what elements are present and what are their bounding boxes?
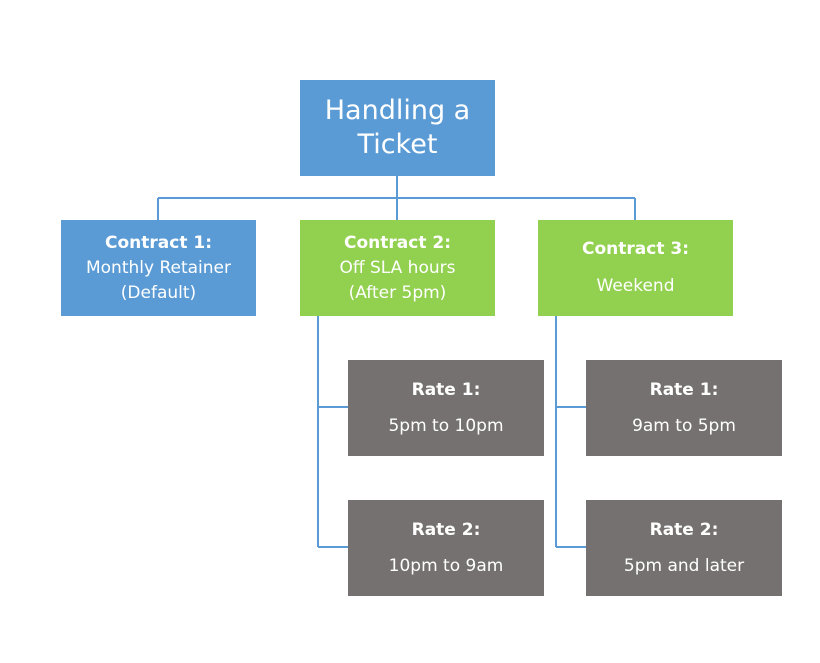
contract-2-rate-2-title: Rate 2:	[411, 520, 481, 540]
contract-2-node: Contract 2: Off SLA hours (After 5pm)	[300, 220, 495, 316]
contract-2-rate-1-value: 5pm to 10pm	[388, 416, 504, 436]
contract-1-node: Contract 1: Monthly Retainer (Default)	[61, 220, 256, 316]
root-title-line-1: Handling a	[324, 95, 471, 126]
contract-2-rate-2-value: 10pm to 9am	[388, 556, 504, 576]
contract-3-rate-2-title: Rate 2:	[649, 520, 719, 540]
contract-3-line-1: Weekend	[596, 276, 675, 296]
contract-3-rate-2-node: Rate 2: 5pm and later	[586, 500, 782, 596]
contract-2-rate-1-node: Rate 1: 5pm to 10pm	[348, 360, 544, 456]
contract-2-rate-1-title: Rate 1:	[411, 380, 481, 400]
contract-3-rate-2-value: 5pm and later	[623, 556, 745, 576]
contract-3-rate-1-title: Rate 1:	[649, 380, 719, 400]
root-node: Handling a Ticket	[300, 80, 495, 176]
contract-1-title: Contract 1:	[105, 232, 212, 253]
contract-3-title: Contract 3:	[582, 239, 689, 259]
contract-3-rate-1-value: 9am to 5pm	[632, 416, 736, 436]
contract-2-line-1: Off SLA hours	[339, 257, 456, 278]
contract-3-node: Contract 3: Weekend	[538, 220, 733, 316]
contract-3-rate-1-node: Rate 1: 9am to 5pm	[586, 360, 782, 456]
contract-1-line-1: Monthly Retainer	[85, 257, 231, 278]
contract-2-title: Contract 2:	[344, 232, 451, 253]
contract-1-line-2: (Default)	[120, 282, 197, 303]
contract-2-rate-2-node: Rate 2: 10pm to 9am	[348, 500, 544, 596]
root-title-line-2: Ticket	[357, 129, 438, 160]
contract-2-line-2: (After 5pm)	[348, 282, 447, 303]
